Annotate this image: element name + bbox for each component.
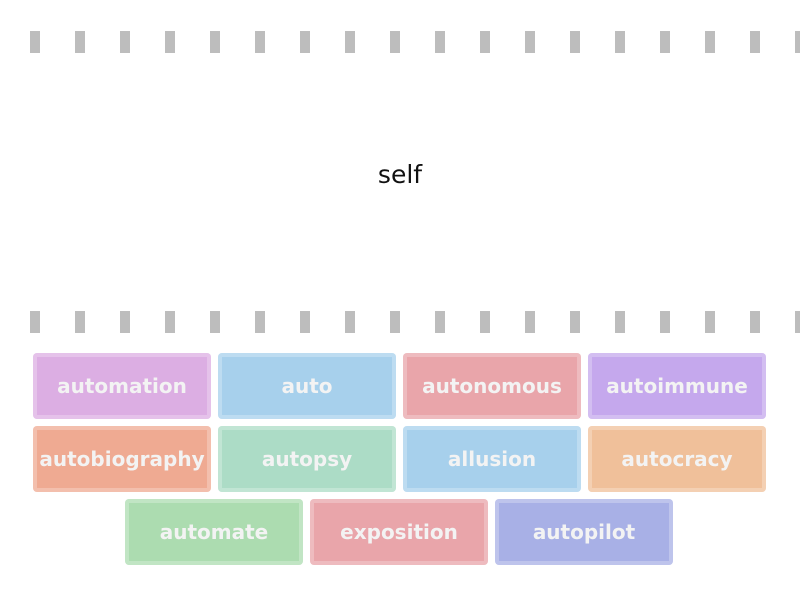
answer-tile[interactable]: exposition: [310, 499, 488, 565]
dash: [255, 31, 265, 53]
dash: [435, 311, 445, 333]
dash: [300, 31, 310, 53]
tile-label: allusion: [447, 447, 537, 471]
tile-label: exposition: [340, 520, 458, 544]
dash: [525, 31, 535, 53]
tile-label: autobiography: [39, 447, 205, 471]
bottom-drop-zone-border: [0, 311, 800, 333]
answer-tile[interactable]: automate: [125, 499, 303, 565]
dash: [795, 311, 800, 333]
tile-label: autonomous: [422, 374, 562, 398]
dash: [300, 311, 310, 333]
dash: [75, 311, 85, 333]
tile-label: autopilot: [532, 520, 636, 544]
dash: [30, 311, 40, 333]
dash: [75, 31, 85, 53]
dash: [615, 31, 625, 53]
dash: [705, 311, 715, 333]
answer-tile[interactable]: autobiography: [33, 426, 211, 492]
answer-tile[interactable]: automation: [33, 353, 211, 419]
answer-tile[interactable]: autonomous: [403, 353, 581, 419]
prompt-text: self: [377, 160, 423, 189]
dash: [705, 31, 715, 53]
dash: [615, 311, 625, 333]
dash: [120, 31, 130, 53]
tile-label: automation: [57, 374, 187, 398]
tile-label: autocracy: [621, 447, 733, 471]
dash: [435, 31, 445, 53]
dash: [390, 311, 400, 333]
dash: [30, 31, 40, 53]
dash: [120, 311, 130, 333]
tile-label: automate: [159, 520, 269, 544]
dash: [480, 311, 490, 333]
dash: [795, 31, 800, 53]
dash: [660, 31, 670, 53]
answer-tile[interactable]: autocracy: [588, 426, 766, 492]
tile-label: autoimmune: [606, 374, 748, 398]
dash: [210, 311, 220, 333]
answer-tile[interactable]: allusion: [403, 426, 581, 492]
dash: [165, 31, 175, 53]
answer-tile[interactable]: autoimmune: [588, 353, 766, 419]
top-drop-zone-border: [0, 31, 800, 53]
dash: [345, 31, 355, 53]
dash: [570, 31, 580, 53]
answer-tile[interactable]: autopilot: [495, 499, 673, 565]
answer-tile[interactable]: autopsy: [218, 426, 396, 492]
dash: [750, 311, 760, 333]
tile-label: auto: [281, 374, 333, 398]
dash: [660, 311, 670, 333]
dash: [390, 31, 400, 53]
dash: [480, 31, 490, 53]
dash: [750, 31, 760, 53]
dash: [570, 311, 580, 333]
dash: [525, 311, 535, 333]
dash: [165, 311, 175, 333]
answer-tile[interactable]: auto: [218, 353, 396, 419]
dash: [210, 31, 220, 53]
tile-label: autopsy: [261, 447, 353, 471]
dash: [345, 311, 355, 333]
dash: [255, 311, 265, 333]
